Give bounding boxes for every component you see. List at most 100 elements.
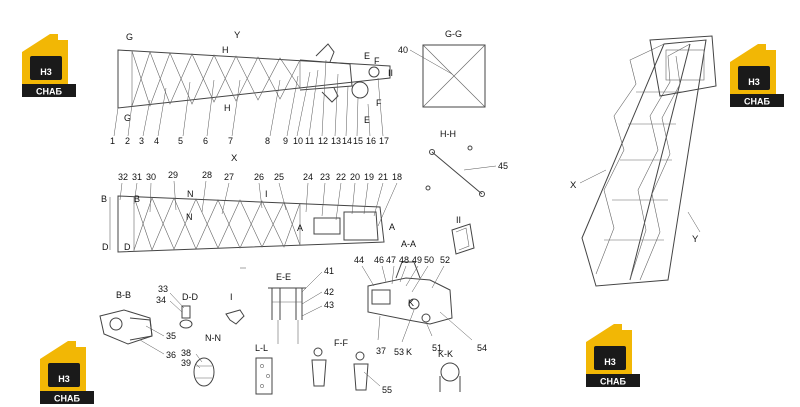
drawing-stroke	[313, 217, 341, 235]
drawing-stroke	[117, 49, 391, 109]
drawing-stroke	[195, 353, 203, 363]
drawing-stroke	[271, 288, 303, 320]
drawing-stroke	[367, 103, 371, 137]
view-label-h-top: H	[222, 45, 229, 55]
drawing-stroke	[377, 315, 381, 341]
view-label-b-left: B	[101, 194, 107, 204]
part-number: 43	[324, 300, 334, 310]
logo-monogram: H3	[748, 77, 760, 87]
drawing-stroke	[195, 363, 201, 369]
drawing-stroke	[127, 103, 133, 137]
part-number: 5	[178, 136, 183, 146]
drawing-stroke	[179, 319, 193, 329]
drawing-stroke	[193, 357, 215, 387]
drawing-stroke	[48, 363, 80, 387]
part-number: 51	[432, 343, 442, 353]
drawing-stroke	[225, 309, 245, 325]
section-label-n-n: N-N	[205, 333, 221, 343]
view-label-e-bottom: E	[364, 115, 370, 125]
view-label-a-left: A	[297, 223, 303, 233]
drawing-stroke	[113, 107, 119, 137]
logo-top-right: H3 СНАБ	[730, 44, 784, 107]
detail-label-i: I	[230, 292, 233, 302]
view-label-e-top: E	[364, 51, 370, 61]
drawing-stroke	[595, 43, 665, 275]
view-label-k1: K	[408, 298, 414, 308]
part-number: 37	[376, 346, 386, 356]
part-number: 13	[331, 136, 341, 146]
drawing-stroke	[255, 357, 273, 395]
part-number: 6	[203, 136, 208, 146]
section-n-n	[193, 353, 215, 387]
section-label-a-a: A-A	[401, 239, 416, 249]
part-number: 36	[166, 350, 176, 360]
detail-i	[225, 309, 245, 325]
part-number: 23	[320, 172, 330, 182]
drawing-stroke	[399, 265, 407, 283]
drawing-stroke	[425, 321, 433, 337]
drawing-stroke	[687, 211, 701, 233]
logo-bottom-right: H3 СНАБ	[586, 324, 640, 387]
part-number: 29	[168, 170, 178, 180]
part-number: 14	[342, 136, 352, 146]
drawing-stroke	[373, 182, 384, 217]
drawing-stroke	[129, 317, 153, 341]
part-number: 53	[394, 347, 404, 357]
drawing-stroke	[305, 182, 309, 213]
drawing-stroke	[321, 87, 339, 103]
part-number: 31	[132, 172, 142, 182]
drawing-stroke	[119, 182, 123, 201]
drawing-stroke	[157, 87, 167, 137]
view-label-x: X	[231, 153, 238, 164]
section-label-l-l: L-L	[255, 343, 268, 353]
drawing-stroke	[368, 66, 380, 78]
drawing-stroke	[738, 66, 770, 90]
part-number: 35	[166, 331, 176, 341]
drawing-stroke	[391, 265, 395, 285]
view-label-n-top: N	[187, 189, 194, 199]
drawing-stroke	[260, 364, 264, 368]
section-label-d-d: D-D	[182, 292, 198, 302]
drawing-stroke	[231, 79, 241, 137]
drawing-stroke	[301, 305, 323, 317]
drawing-stroke	[440, 362, 460, 382]
drawing-stroke	[408, 298, 420, 310]
drawing-stroke	[629, 43, 691, 281]
part-number: 1	[110, 136, 115, 146]
drawing-stroke	[321, 59, 327, 137]
section-label-f-f: F-F	[334, 338, 348, 348]
boom-section-top-view	[113, 43, 391, 137]
section-label-g-g: G-G	[445, 29, 462, 39]
logo-monogram: H3	[40, 67, 52, 77]
drawing-stroke	[131, 50, 301, 107]
part-number: 41	[324, 266, 334, 276]
drawing-stroke	[278, 182, 287, 211]
drawing-stroke	[411, 265, 429, 293]
part-number: 25	[274, 172, 284, 182]
drawing-stroke	[429, 149, 435, 155]
section-label-e-e: E-E	[276, 272, 291, 282]
leader-lines-row-2	[119, 180, 398, 227]
drawing-stroke	[258, 182, 263, 209]
view-label-f-top: F	[374, 56, 380, 66]
drawing-stroke	[145, 325, 165, 337]
drawing-stroke	[381, 265, 387, 283]
part-number: 16	[366, 136, 376, 146]
drawing-stroke	[351, 182, 356, 215]
drawing-stroke	[269, 79, 281, 137]
drawing-stroke	[201, 180, 207, 213]
section-e-e	[268, 271, 323, 344]
part-number: 3	[139, 136, 144, 146]
view-label-i: I	[265, 189, 268, 199]
part-number: 8	[265, 136, 270, 146]
view-label-f-bottom: F	[376, 98, 382, 108]
drawing-stroke	[425, 185, 431, 191]
part-number: 11	[305, 136, 314, 146]
drawing-stroke	[173, 180, 177, 211]
drawing-stroke	[356, 97, 359, 137]
drawing-stroke	[109, 317, 123, 331]
part-number: 46	[374, 255, 384, 265]
drawing-stroke	[455, 227, 470, 251]
boom-isometric-view	[579, 35, 717, 287]
